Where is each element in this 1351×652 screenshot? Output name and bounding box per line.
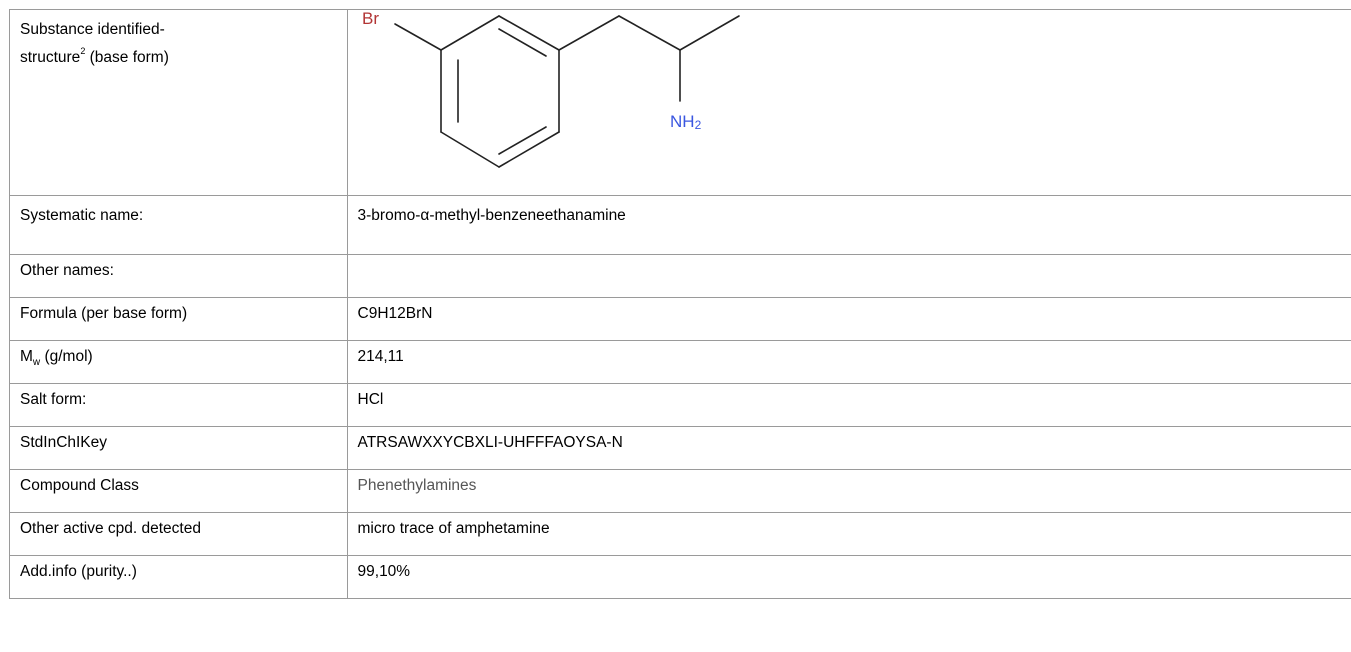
systematic-name-label: Systematic name: [9, 195, 348, 255]
ring-double-bond [497, 126, 547, 155]
table-row: Substance identified- structure2 (base f… [9, 9, 1351, 196]
ring-bond [497, 131, 560, 168]
formula-label: Formula (per base form) [9, 297, 348, 341]
structure-image-cell: Br NH2 [346, 9, 1351, 196]
other-names-label: Other names: [9, 254, 348, 298]
amine-label-main: NH [670, 112, 695, 131]
table-row: Other names: [9, 254, 1351, 298]
table-row: Other active cpd. detected micro trace o… [9, 512, 1351, 556]
salt-form-value: HCl [346, 383, 1351, 427]
stdinchikey-label: StdInChIKey [9, 426, 348, 470]
add-info-label: Add.info (purity..) [9, 555, 348, 599]
chain-bond [617, 15, 681, 51]
other-active-label: Other active cpd. detected [9, 512, 348, 556]
molecular-weight-label: Mw (g/mol) [9, 340, 348, 384]
bromine-bond [393, 23, 442, 51]
table-row: Salt form: HCl [9, 383, 1351, 427]
table-row: Add.info (purity..) 99,10% [9, 555, 1351, 599]
molecular-weight-value: 214,11 [346, 340, 1351, 384]
stdinchikey-value: ATRSAWXXYCBXLI-UHFFFAOYSA-N [346, 426, 1351, 470]
amine-label: NH2 [670, 112, 702, 132]
add-info-value: 99,10% [346, 555, 1351, 599]
mw-symbol: M [20, 348, 33, 365]
bromine-label: Br [362, 10, 379, 28]
ring-double-bond [497, 28, 547, 57]
ring-bond [439, 15, 500, 51]
chain-bond [678, 15, 740, 51]
ring-bond [439, 131, 500, 168]
systematic-name-value: 3-bromo-α-methyl-benzeneethanamine [346, 195, 1351, 255]
mw-subscript: w [32, 357, 41, 369]
amine-label-sub: 2 [694, 118, 701, 132]
table-row: Mw (g/mol) 214,11 [9, 340, 1351, 384]
other-active-value: micro trace of amphetamine [346, 512, 1351, 556]
chemical-structure-image: Br NH2 [362, 10, 740, 168]
mw-unit: (g/mol) [40, 348, 93, 365]
table-row: Systematic name: 3-bromo-α-methyl-benzen… [9, 195, 1351, 255]
other-names-value [346, 254, 1351, 298]
structure-label-suffix: (base form) [85, 49, 169, 66]
structure-label-line1: Substance identified- [20, 21, 165, 38]
structure-label-cell: Substance identified- structure2 (base f… [9, 9, 348, 196]
table-row: Formula (per base form) C9H12BrN [9, 297, 1351, 341]
chain-bond [557, 15, 620, 51]
structure-label-line2: structure2 (base form) [20, 45, 169, 66]
ring-bond [497, 15, 560, 51]
formula-value: C9H12BrN [346, 297, 1351, 341]
structure-label-word: structure [20, 49, 81, 66]
compound-class-value: Phenethylamines [346, 469, 1351, 513]
salt-form-label: Salt form: [9, 383, 348, 427]
footnote-marker: 2 [80, 45, 86, 56]
table-row: StdInChIKey ATRSAWXXYCBXLI-UHFFFAOYSA-N [9, 426, 1351, 470]
table-row: Compound Class Phenethylamines [9, 469, 1351, 513]
substance-info-table: Substance identified- structure2 (base f… [9, 9, 1351, 599]
compound-class-label: Compound Class [9, 469, 348, 513]
